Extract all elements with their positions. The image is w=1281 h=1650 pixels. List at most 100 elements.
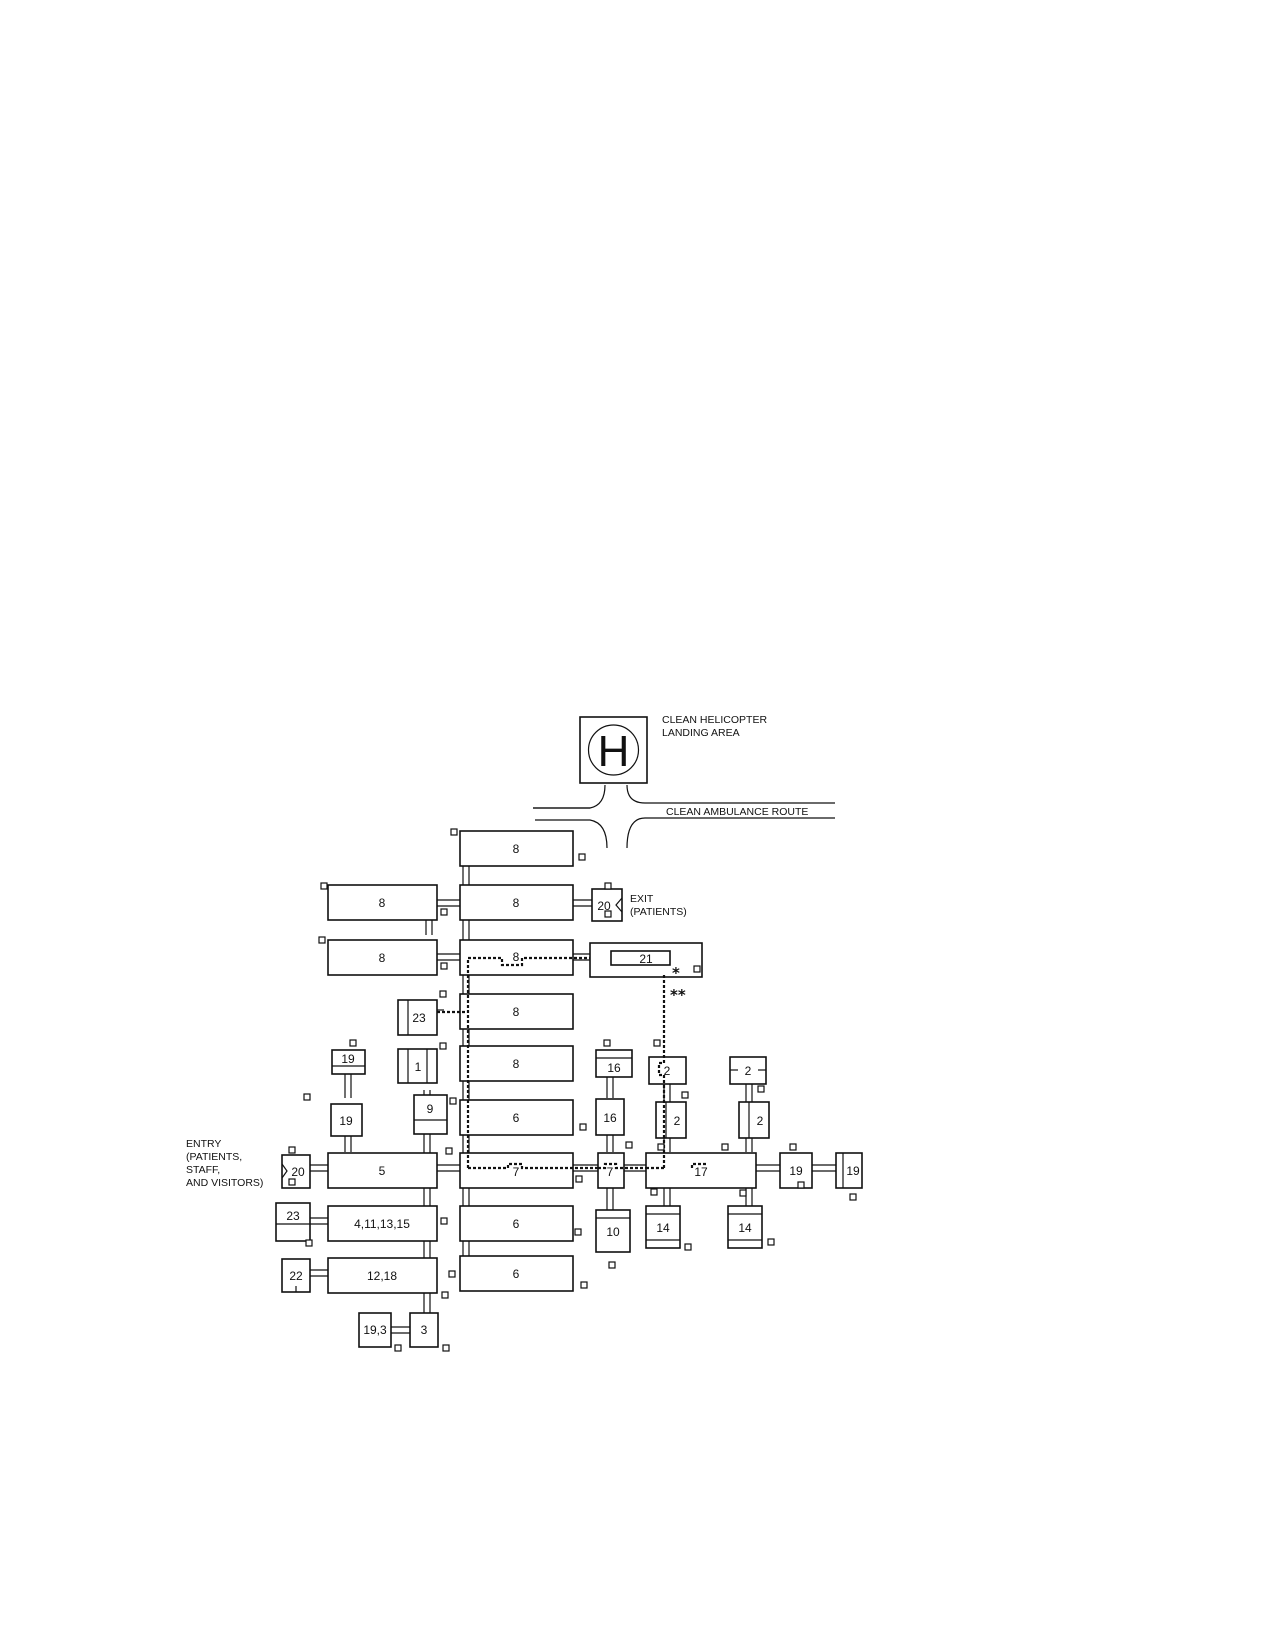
- clean-route-dashed-path: [437, 956, 708, 1170]
- unit-17-label: 17: [694, 1165, 708, 1179]
- unit-21-label: 21: [639, 952, 653, 966]
- unit-5: 5: [327, 1152, 438, 1189]
- unit-19-top-left: 19: [331, 1049, 366, 1075]
- unit-22: 22: [281, 1258, 311, 1293]
- unit-4-11-13-15-label: 4,11,13,15: [354, 1217, 410, 1231]
- entry-label-line3: STAFF,: [186, 1164, 220, 1176]
- corner-marker: [653, 1039, 661, 1047]
- unit-14-left-label: 14: [656, 1221, 670, 1235]
- unit-21: 21: [589, 942, 703, 978]
- unit-20-entry: 20: [281, 1154, 311, 1189]
- unit-19-3-label: 19,3: [363, 1323, 387, 1337]
- unit-10: 10: [595, 1209, 631, 1253]
- corner-marker: [580, 1281, 588, 1289]
- corner-marker: [681, 1091, 689, 1099]
- unit-2-mid-right: 2: [738, 1101, 770, 1139]
- unit-6-middle: 6: [459, 1205, 574, 1242]
- unit-19-mid-left: 19: [330, 1103, 363, 1137]
- unit-7-small: 7: [597, 1152, 625, 1189]
- corner-marker: [449, 1097, 457, 1105]
- unit-6-lower: 6: [459, 1255, 574, 1292]
- unit-8-center-5-label: 8: [513, 1057, 520, 1071]
- corner-marker: [445, 1147, 453, 1155]
- unit-8-center-5: 8: [459, 1045, 574, 1082]
- exit-label-line2: (PATIENTS): [630, 906, 687, 918]
- unit-2-top-left: 2: [648, 1056, 687, 1085]
- unit-8-left-upper-label: 8: [379, 896, 386, 910]
- unit-8-center-4-label: 8: [513, 1005, 520, 1019]
- unit-16-mid: 16: [595, 1098, 625, 1136]
- corner-marker: [440, 908, 448, 916]
- unit-1: 1: [397, 1048, 438, 1084]
- corner-marker: [604, 882, 612, 890]
- unit-1-label: 1: [415, 1060, 422, 1074]
- unit-8-left-mid-label: 8: [379, 951, 386, 965]
- unit-3: 3: [409, 1312, 439, 1348]
- ambulance-route-label: CLEAN AMBULANCE ROUTE: [666, 806, 808, 818]
- corner-marker: [574, 1228, 582, 1236]
- corner-marker: [684, 1243, 692, 1251]
- unit-8-center-mid-label: 8: [513, 950, 520, 964]
- corner-marker: [288, 1178, 296, 1186]
- unit-8-center-upper: 8: [459, 884, 574, 921]
- single-star-note: *: [672, 964, 680, 982]
- unit-16-mid-label: 16: [603, 1111, 617, 1125]
- unit-8-left-mid: 8: [327, 939, 438, 976]
- unit-6-upper: 6: [459, 1099, 574, 1136]
- unit-8-left-upper: 8: [327, 884, 438, 921]
- corner-marker: [739, 1189, 747, 1197]
- unit-22-label: 22: [289, 1269, 303, 1283]
- unit-12-18: 12,18: [327, 1257, 438, 1294]
- unit-6-middle-label: 6: [513, 1217, 520, 1231]
- unit-8-top: 8: [459, 830, 574, 867]
- unit-7-small-label: 7: [607, 1165, 614, 1179]
- unit-2-top-right-label: 2: [745, 1064, 752, 1078]
- corner-marker: [767, 1238, 775, 1246]
- unit-10-label: 10: [606, 1225, 620, 1239]
- unit-17: 17: [645, 1152, 757, 1189]
- corner-marker: [349, 1039, 357, 1047]
- corner-marker: [439, 1042, 447, 1050]
- unit-9-label: 9: [427, 1102, 434, 1116]
- corner-marker: [625, 1141, 633, 1149]
- corner-marker: [789, 1143, 797, 1151]
- corner-marker: [440, 1217, 448, 1225]
- corner-marker: [721, 1143, 729, 1151]
- unit-19-right-1-label: 19: [789, 1164, 803, 1178]
- unit-23-lower-label: 23: [286, 1209, 300, 1223]
- unit-6-lower-label: 6: [513, 1267, 520, 1281]
- unit-16-top-label: 16: [607, 1061, 621, 1075]
- unit-23-upper-label: 23: [412, 1011, 426, 1025]
- corner-marker: [693, 965, 701, 973]
- corner-marker: [579, 1123, 587, 1131]
- entry-label-line4: AND VISITORS): [186, 1177, 263, 1189]
- corner-marker: [441, 1291, 449, 1299]
- unit-23-upper: 23: [397, 999, 438, 1036]
- connectors: [310, 899, 836, 1277]
- corner-marker: [439, 990, 447, 998]
- corner-marker: [650, 1188, 658, 1196]
- unit-19-right-2-label: 19: [846, 1164, 860, 1178]
- unit-20-exit-label: 20: [597, 899, 611, 913]
- unit-2-top-left-label: 2: [664, 1064, 671, 1078]
- corner-marker: [305, 1239, 313, 1247]
- unit-4-11-13-15: 4,11,13,15: [327, 1205, 438, 1242]
- unit-16-top: 16: [595, 1049, 633, 1078]
- unit-9: 9: [413, 1094, 448, 1135]
- exit-label-line1: EXIT: [630, 893, 654, 905]
- helipad: H: [579, 716, 648, 784]
- helipad-label-line2: LANDING AREA: [662, 727, 740, 739]
- unit-20-entry-label: 20: [291, 1165, 305, 1179]
- unit-5-label: 5: [379, 1164, 386, 1178]
- corner-marker: [657, 1143, 665, 1151]
- unit-12-18-label: 12,18: [367, 1269, 397, 1283]
- unit-2-mid-left-label: 2: [674, 1114, 681, 1128]
- corner-marker: [288, 1146, 296, 1154]
- unit-8-top-label: 8: [513, 842, 520, 856]
- unit-2-mid-right-label: 2: [757, 1114, 764, 1128]
- unit-2-top-right: 2: [729, 1056, 767, 1085]
- corner-marker: [320, 882, 328, 890]
- helipad-h-glyph: H: [598, 727, 630, 776]
- unit-19-right-1: 19: [779, 1152, 813, 1189]
